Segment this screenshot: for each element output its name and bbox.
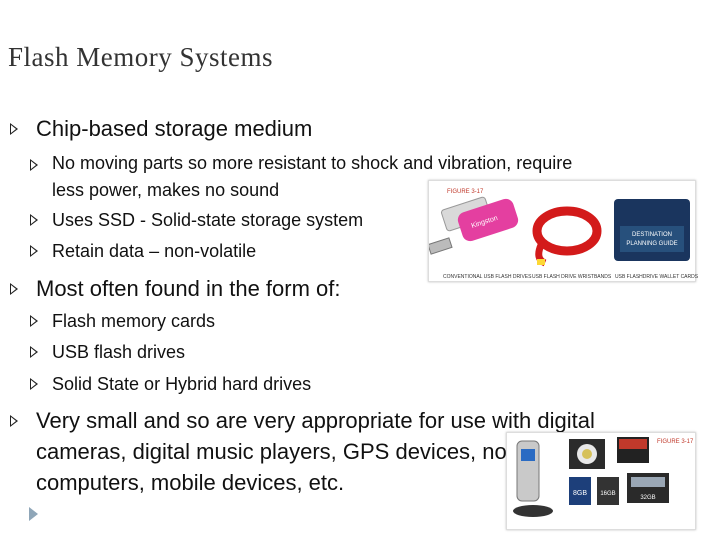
sub-bullet-text: No moving parts so more resistant to sho…	[52, 153, 573, 200]
bullet-text: Very small and so are very appropriate f…	[36, 408, 595, 495]
sub-bullet-text: Uses SSD - Solid-state storage system	[52, 210, 364, 230]
figure-caption: USB FLASHDRIVE WALLET CARDS	[615, 274, 699, 280]
bullet-arrow-icon	[10, 415, 18, 427]
sub-bullet-item: No moving parts so more resistant to sho…	[30, 150, 590, 204]
bullet-arrow-icon	[30, 159, 38, 171]
memory-card-icon: 32GB	[627, 473, 669, 503]
usb-drives-illustration: FIGURE 3-17 Kingston DESTINATION PLANNIN…	[427, 189, 690, 267]
usb-drives-figure: FIGURE 3-17 Kingston DESTINATION PLANNIN…	[427, 180, 699, 282]
slide-title: Flash Memory Systems	[8, 42, 274, 72]
memory-card-icon: 8GB	[569, 477, 591, 505]
sub-bullet-item: Flash memory cards	[30, 306, 215, 337]
sub-bullet-text: USB flash drives	[52, 342, 186, 362]
bullet-arrow-icon	[10, 283, 18, 295]
bullet-arrow-icon	[30, 378, 38, 390]
wallet-card-drive-icon: DESTINATION PLANNING GUIDE	[614, 199, 690, 261]
bullet-text: Most often found in the form of:	[36, 276, 341, 301]
sub-bullet-item: Solid State or Hybrid hard drives	[30, 369, 311, 400]
bullet-item: Very small and so are very appropriate f…	[10, 405, 670, 498]
bullet-arrow-icon	[10, 123, 18, 135]
bullet-item: Most often found in the form of:	[10, 273, 341, 304]
sub-bullet-text: Solid State or Hybrid hard drives	[52, 374, 312, 394]
card-text-line: PLANNING GUIDE	[626, 241, 677, 247]
sub-bullet-text: Flash memory cards	[52, 311, 216, 331]
memory-cards-figure: FIGURE 3-17 8GB 16GB 32GB	[506, 432, 696, 530]
bullet-arrow-icon	[30, 315, 38, 327]
memory-card-icon: 16GB	[597, 477, 619, 505]
bullet-arrow-icon	[30, 346, 38, 358]
sub-bullet-item: Retain data – non-volatile	[30, 236, 256, 267]
card-reader-icon	[513, 440, 553, 517]
bullet-arrow-icon	[30, 214, 38, 226]
wristband-drive-icon	[532, 206, 602, 267]
bullet-item: Chip-based storage medium	[10, 113, 312, 144]
card-text-line: DESTINATION	[632, 232, 672, 238]
sub-bullet-item: Uses SSD - Solid-state storage system	[30, 205, 363, 236]
pink-usb-drive-icon: Kingston	[427, 196, 519, 255]
memory-card-icon	[617, 437, 649, 463]
bullet-text: Chip-based storage medium	[36, 116, 313, 141]
next-slide-arrow-icon[interactable]	[29, 507, 38, 521]
bullet-arrow-icon	[30, 245, 38, 257]
figure-label: FIGURE 3-17	[657, 439, 694, 445]
figure-caption: USB FLASH DRIVE WRISTBANDS	[532, 274, 612, 280]
sub-bullet-text: Retain data – non-volatile	[52, 241, 257, 261]
sub-bullet-item: USB flash drives	[30, 337, 185, 368]
card-label: 16GB	[600, 491, 615, 497]
figure-caption: CONVENTIONAL USB FLASH DRIVES	[443, 274, 532, 280]
figure-label: FIGURE 3-17	[447, 189, 484, 195]
card-label: 32GB	[640, 495, 655, 501]
memory-card-icon	[569, 439, 605, 469]
card-label: 8GB	[573, 490, 587, 497]
memory-cards-illustration: FIGURE 3-17 8GB 16GB 32GB	[513, 437, 694, 517]
